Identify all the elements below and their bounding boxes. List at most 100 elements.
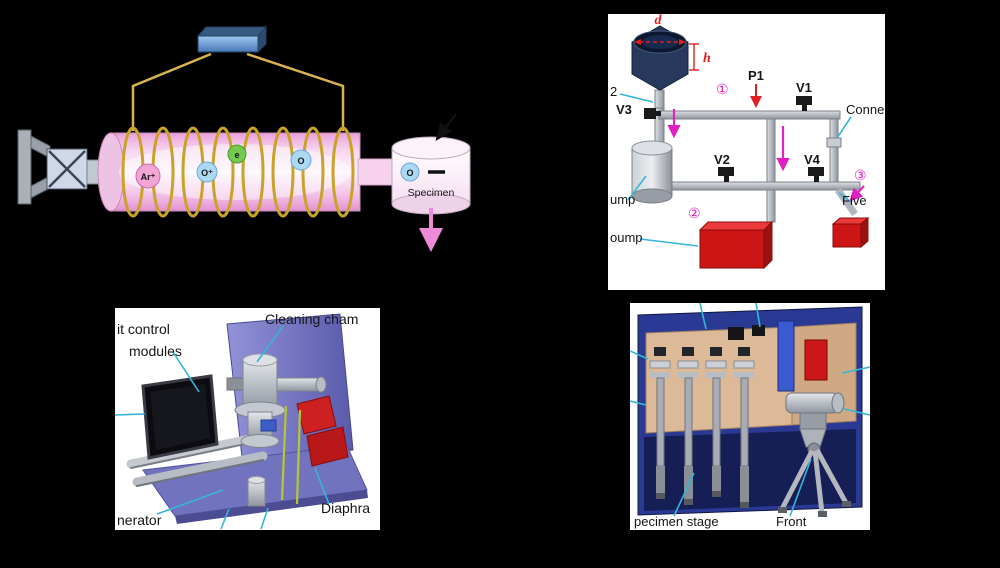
fitting-column-4 <box>733 347 755 508</box>
oxygen-ion-particle <box>196 161 218 183</box>
valve-knob <box>644 108 656 119</box>
tube-cap <box>712 491 721 497</box>
tube-tip <box>712 466 721 491</box>
lower-flange <box>240 434 280 448</box>
lower-pipe <box>665 181 861 191</box>
top-connector-box <box>728 327 744 340</box>
red-pump <box>306 426 349 467</box>
cleaning-chamber-assembly <box>226 353 327 448</box>
gas-line-panel: d h <box>608 14 885 290</box>
valve-v1-label: V1 <box>796 80 812 95</box>
leader-line <box>841 366 870 374</box>
fitting-column-3 <box>705 347 727 497</box>
instrument-front-panel: pecimen stage Front <box>630 303 870 530</box>
leader-line <box>630 400 647 406</box>
coil-wire-left <box>131 52 212 131</box>
tripod-leg <box>779 449 815 511</box>
tube-neck <box>357 158 395 186</box>
tripod-foot <box>778 507 787 513</box>
generator-label: nerator <box>117 512 162 528</box>
rail-shadow <box>136 459 264 487</box>
fitting-union <box>650 372 670 378</box>
red-module <box>804 339 828 381</box>
diaphragm-label: Diaphra <box>321 500 370 516</box>
tube-tip <box>740 466 749 502</box>
tripod-foot <box>818 511 827 517</box>
valve-stem <box>814 176 819 182</box>
power-box-top <box>196 26 268 37</box>
clamp-bar <box>17 129 32 205</box>
fitting-head <box>738 347 750 356</box>
specimen-chamber: O Specimen <box>391 113 471 252</box>
valve-v3: V3 <box>616 102 661 119</box>
leader-line <box>755 303 761 328</box>
lower-interior <box>644 429 856 511</box>
coil-loop <box>241 126 265 218</box>
side-arm-cap <box>315 376 327 393</box>
red-motor <box>296 395 337 435</box>
pump-side <box>763 220 773 270</box>
fitting-union <box>705 360 727 369</box>
valve-v4: V4 <box>804 152 824 182</box>
hexagonal-gas-cup: d h <box>631 14 711 91</box>
cylinder-top <box>631 140 673 156</box>
hanging-tube <box>656 377 665 467</box>
valve-v3-label: V3 <box>616 102 632 117</box>
bellows-canister <box>247 476 266 507</box>
leader-line <box>260 507 269 530</box>
leader-line <box>838 192 852 203</box>
leader-lines <box>619 93 852 247</box>
stage-cylinder-cap <box>831 392 845 414</box>
five-way-label: Five <box>842 193 867 208</box>
fitting-head <box>682 347 694 356</box>
step-2-label: ② <box>688 205 701 221</box>
valve-stem <box>802 105 807 111</box>
gas-inlet-label: 2 <box>610 84 617 99</box>
hanging-tube <box>712 377 721 467</box>
plasma-system-schematic: Ar⁺ O⁺ e O O Specimen <box>17 25 471 252</box>
coil-loop <box>271 126 295 218</box>
pump-front <box>699 229 765 269</box>
valve-v1: V1 <box>796 80 812 111</box>
electron-label: e <box>234 150 239 160</box>
hanging-tube <box>740 377 749 467</box>
dim-h-label: h <box>703 51 711 66</box>
leader-line <box>836 116 852 139</box>
valve-x-line <box>48 150 86 188</box>
guide-rails <box>126 434 268 487</box>
fitting-column-1 <box>649 347 671 499</box>
canister-top <box>247 476 266 484</box>
roughing-pump-box <box>698 220 774 270</box>
fitting-union <box>649 360 671 369</box>
tube-tip <box>684 466 693 499</box>
cleaning-module-render: it control modules Cleaning cham Diaphra… <box>115 311 370 530</box>
fitting-head <box>710 347 722 356</box>
step-3-label: ③ <box>854 167 867 183</box>
oxygen-radical-label: O <box>297 156 304 166</box>
step-1-label: ① <box>716 81 729 97</box>
side-arm <box>276 377 322 392</box>
fitting-union <box>677 360 699 369</box>
vacuum-flange-clamp <box>17 129 111 205</box>
leader-line <box>789 458 812 517</box>
chamber-top <box>391 136 471 160</box>
control-modules-label-line2: modules <box>129 343 182 359</box>
connect-label: Conne <box>846 102 884 117</box>
fitting-union <box>733 360 755 369</box>
coil-loop <box>331 126 355 218</box>
pump-upper-label: ump <box>610 192 635 207</box>
specimen-oxygen-label: O <box>406 168 413 178</box>
stage-assembly <box>778 392 851 517</box>
plasma-particles: Ar⁺ O⁺ e O <box>135 144 312 189</box>
small-pump-box <box>831 216 870 249</box>
electron-particle <box>227 144 247 164</box>
valve-stem <box>724 176 729 182</box>
fitting-union <box>706 372 726 378</box>
pipework <box>654 89 861 223</box>
coil-wire-right <box>246 52 345 131</box>
hanging-tube <box>684 377 693 467</box>
power-box-front <box>197 35 259 53</box>
side-port <box>226 377 244 391</box>
tripod-leg <box>814 448 849 505</box>
